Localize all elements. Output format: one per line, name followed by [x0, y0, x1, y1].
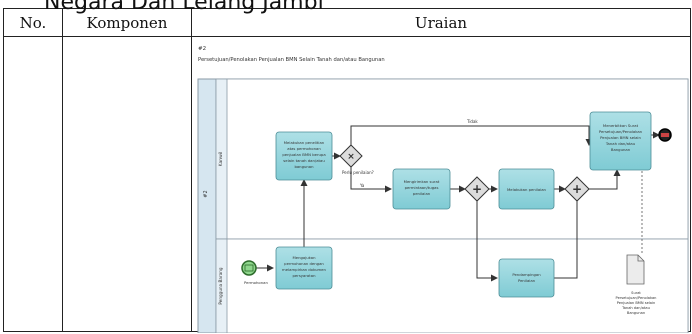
task-submit-line: melampirkan dokumen — [282, 267, 326, 272]
parallel-gateway-join — [564, 176, 590, 202]
flow-label-no: Tidak — [466, 119, 478, 124]
parallel-gateway-split-plus-icon: + — [472, 182, 482, 196]
task-submit: Mengajukan permohonan dengan melampirkan… — [275, 246, 333, 290]
lane-pengguna-barang-header — [215, 238, 228, 333]
parallel-gateway-split — [464, 176, 490, 202]
document-label-line: Tanah dan/atau — [621, 306, 650, 310]
lane-pengguna-barang-label: Pengguna Barang — [218, 267, 223, 305]
lane-kanwil-label: Kanwil — [218, 152, 224, 167]
task-issue-letter-line: Penjualan BMN selain — [600, 135, 641, 140]
task-submit-line: Mengajukan — [292, 255, 316, 260]
exclusive-gateway — [339, 144, 363, 168]
task-request-appraisal-line: Mengirimkan surat — [404, 179, 440, 184]
document-label-line: Surat — [631, 291, 641, 295]
gateway-x-icon: × — [347, 152, 355, 162]
task-issue-letter: Menerbitkan Surat Persetujuan/Penolakan … — [589, 111, 652, 171]
task-review-line: atas permohonan — [287, 146, 321, 151]
gateway-label: Perlu penilaian? — [342, 170, 374, 175]
document-label-line: Bangunan — [627, 311, 645, 315]
task-submit-line: persyaratan — [293, 273, 317, 278]
task-assist-line: Pendampingan — [512, 272, 541, 277]
end-event-marker — [661, 133, 669, 137]
task-issue-letter-line: Menerbitkan Surat — [603, 123, 639, 128]
task-appraisal: Melakukan penilaian — [498, 168, 555, 210]
task-request-appraisal: Mengirimkan surat permintaan/tugas penil… — [392, 168, 451, 210]
page-heading: Negara Dan Lelang Jambi — [44, 0, 324, 15]
diagram-number: #2 — [198, 46, 206, 52]
document-label-line: Persetujuan/Penolakan — [616, 296, 657, 300]
flow-label-yes: Ya — [359, 183, 365, 188]
document-icon — [626, 254, 645, 285]
task-review: Melakukan penelitian atas permohonan pen… — [275, 131, 333, 181]
start-event-label: Permohonan — [244, 280, 268, 285]
start-event-envelope-icon — [244, 264, 254, 272]
table-row: #2 Persetujuan/Penolakan Penjualan BMN S… — [3, 36, 691, 333]
parallel-gateway-join-plus-icon: + — [572, 182, 582, 196]
task-submit-line: permohonan dengan — [284, 261, 324, 266]
task-request-appraisal-line: permintaan/tugas — [405, 185, 439, 190]
start-event — [241, 260, 257, 276]
task-issue-letter-line: Persetujuan/Penolakan — [599, 129, 643, 134]
diagram-title: Persetujuan/Penolakan Penjualan BMN Sela… — [198, 57, 385, 63]
header-no: No. — [3, 8, 63, 37]
task-review-line: selain tanah dan/atau — [283, 158, 325, 163]
pool-header — [197, 78, 217, 333]
task-review-line: penjualan BMN berupa — [282, 152, 325, 157]
bpmn-diagram: #2 Persetujuan/Penolakan Penjualan BMN S… — [197, 46, 689, 333]
task-issue-letter-line: Bangunan — [611, 147, 631, 152]
pool-label: #2 — [203, 190, 209, 197]
sequence-flows — [255, 125, 660, 282]
cell-komponen — [62, 36, 192, 332]
uraian-table: No. Komponen Uraian #2 Persetujuan/Pe — [3, 8, 691, 333]
task-request-appraisal-line: penilaian — [413, 191, 431, 196]
document-label-line: Penjualan BMN selain — [617, 301, 656, 305]
task-appraisal-line: Melakukan penilaian — [507, 187, 547, 192]
task-review-line: bangunan — [294, 164, 314, 169]
task-issue-letter-line: Tanah dan/atau — [605, 141, 636, 146]
task-assist: Pendampingan Penilaian — [498, 258, 555, 298]
task-assist-line: Penilaian — [518, 278, 536, 283]
header-komponen: Komponen — [62, 8, 192, 37]
cell-no — [3, 36, 63, 332]
task-review-line: Melakukan penelitian — [284, 140, 325, 145]
cell-uraian: #2 Persetujuan/Penolakan Penjualan BMN S… — [191, 36, 691, 333]
